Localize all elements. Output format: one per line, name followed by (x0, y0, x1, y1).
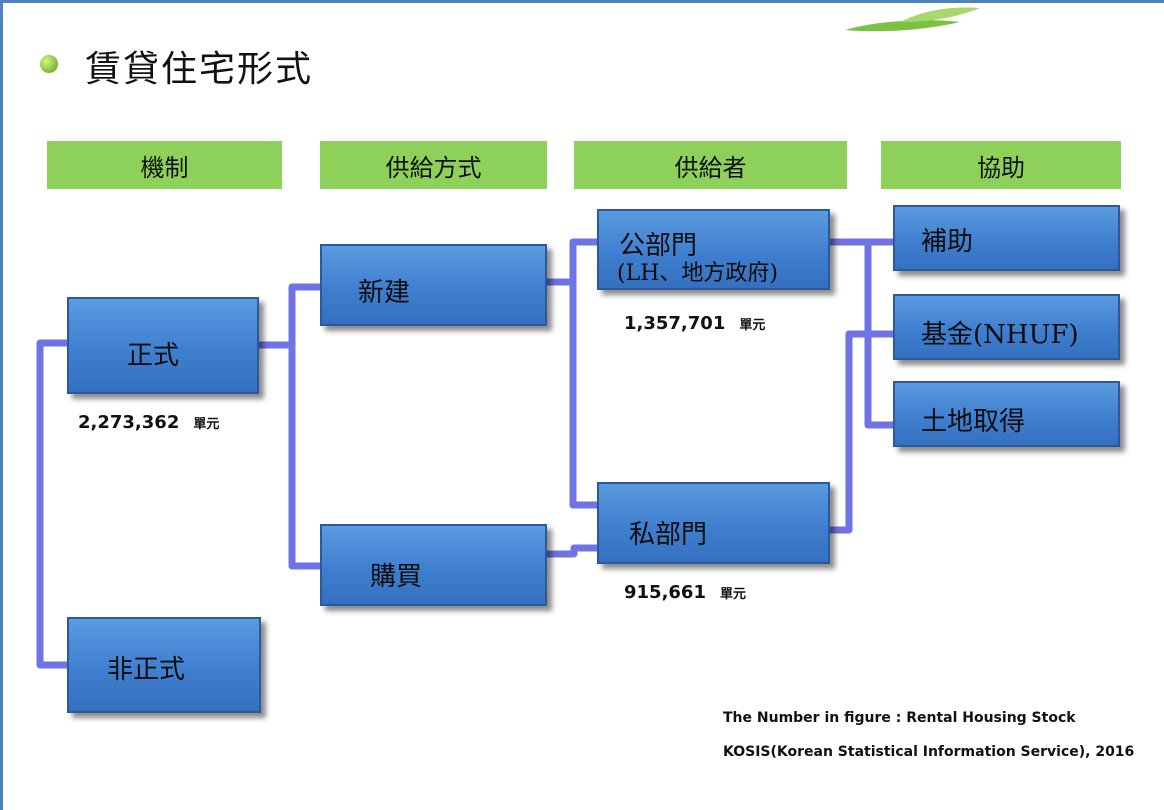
page-title: 賃貸住宅形式 (85, 49, 314, 90)
node-public-sector: 公部門 (LH、地方政府) (597, 209, 830, 290)
node-fund-label: 基金(NHUF) (921, 320, 1079, 350)
connector-private-support (825, 330, 899, 534)
title-bullet-icon (40, 55, 58, 73)
node-informal-label: 非正式 (107, 655, 186, 685)
node-land-acquisition: 土地取得 (893, 381, 1120, 447)
header-support: 協助 (881, 141, 1121, 189)
header-mechanism: 機制 (47, 141, 282, 189)
private-count-unit: 單元 (719, 587, 746, 602)
leaf-decoration (845, 7, 980, 32)
private-count-value: 915,661 (624, 582, 706, 603)
public-count-unit: 單元 (739, 318, 766, 333)
node-public-sector-sublabel: (LH、地方政府) (617, 261, 778, 286)
connector-newbuild-suppliers (542, 238, 603, 509)
connector-formal-supply (254, 283, 326, 570)
node-subsidy-label: 補助 (921, 227, 974, 257)
connector-formal-informal (36, 339, 72, 669)
header-supply-method: 供給方式 (320, 141, 547, 189)
node-fund: 基金(NHUF) (893, 294, 1120, 360)
public-count: 1,357,701 單元 (624, 313, 765, 334)
header-supplier: 供給者 (574, 141, 847, 189)
connector-purchase-private (543, 544, 603, 558)
node-purchase-label: 購買 (370, 562, 423, 592)
public-count-value: 1,357,701 (624, 313, 726, 334)
source-note-stock: The Number in figure : Rental Housing St… (723, 710, 1076, 726)
node-purchase: 購買 (320, 524, 547, 606)
node-formal-label: 正式 (127, 341, 180, 371)
formal-count-value: 2,273,362 (78, 412, 180, 433)
node-formal: 正式 (67, 297, 259, 394)
node-public-sector-label: 公部門 (619, 231, 698, 261)
formal-count-unit: 單元 (193, 417, 220, 432)
node-informal: 非正式 (67, 617, 261, 713)
formal-count: 2,273,362 單元 (78, 412, 219, 433)
node-private-sector-label: 私部門 (629, 520, 708, 550)
source-note-kosis: KOSIS(Korean Statistical Information Ser… (723, 744, 1135, 760)
node-new-build: 新建 (320, 244, 547, 326)
node-subsidy: 補助 (893, 205, 1120, 271)
node-land-acquisition-label: 土地取得 (921, 407, 1026, 437)
node-new-build-label: 新建 (358, 278, 411, 308)
node-private-sector: 私部門 (597, 482, 830, 564)
private-count: 915,661 單元 (624, 582, 746, 603)
